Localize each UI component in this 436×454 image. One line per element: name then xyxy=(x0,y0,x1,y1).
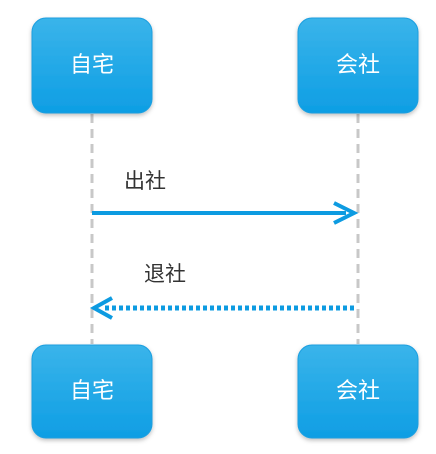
participant-office-bottom-label: 会社 xyxy=(336,379,380,404)
message-arrive-arrowhead xyxy=(333,201,359,225)
message-arrive: 出社 xyxy=(92,169,359,225)
message-leave-arrowhead xyxy=(89,296,113,320)
participant-home-top: 自宅 xyxy=(31,17,153,114)
message-arrive-label: 出社 xyxy=(124,169,166,193)
message-leave-label: 退社 xyxy=(144,262,186,286)
participant-office-bottom: 会社 xyxy=(297,344,419,439)
participant-home-bottom: 自宅 xyxy=(31,344,153,439)
participant-home-bottom-label: 自宅 xyxy=(70,379,114,404)
message-leave: 退社 xyxy=(89,262,354,320)
participant-home-top-label: 自宅 xyxy=(70,53,114,78)
participant-office-top: 会社 xyxy=(297,17,419,114)
participant-office-top-label: 会社 xyxy=(336,53,380,78)
